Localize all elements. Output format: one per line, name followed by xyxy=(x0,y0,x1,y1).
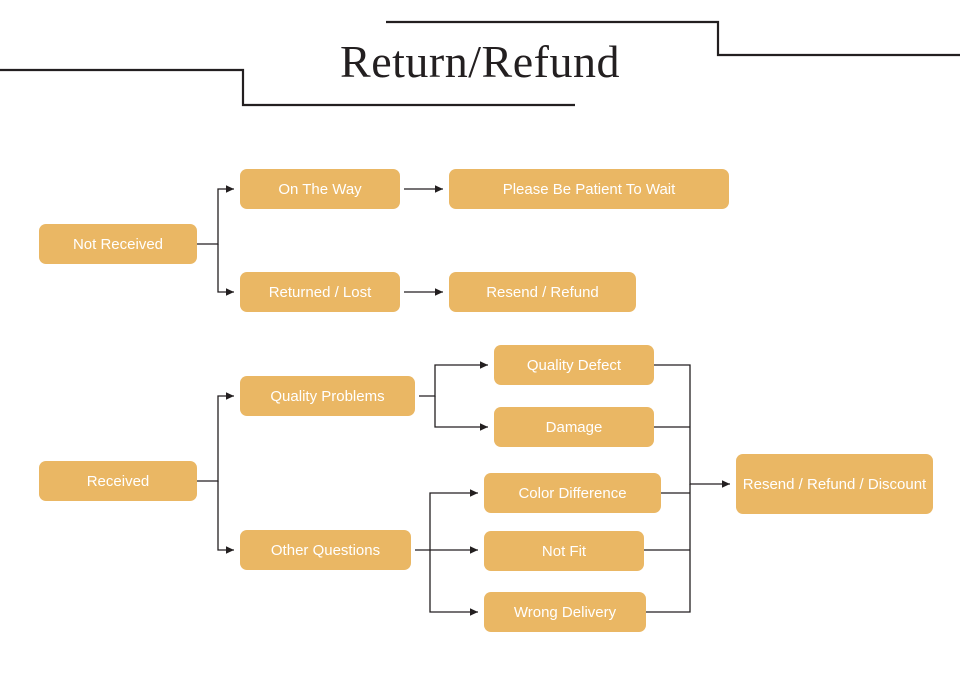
node-label: Quality Defect xyxy=(526,356,622,374)
node-received[interactable]: Received xyxy=(39,461,197,501)
node-label: Resend / Refund xyxy=(486,283,599,301)
node-label: Quality Problems xyxy=(270,387,385,405)
node-returned-lost[interactable]: Returned / Lost xyxy=(240,272,400,312)
page-title: Return/Refund xyxy=(340,36,620,87)
node-label: Resend / Refund / Discount xyxy=(742,475,927,493)
node-quality-problems[interactable]: Quality Problems xyxy=(240,376,415,416)
node-label: Not Received xyxy=(72,235,164,253)
node-label: Not Fit xyxy=(541,542,587,560)
node-label: Please Be Patient To Wait xyxy=(502,180,676,198)
node-label: On The Way xyxy=(278,180,362,198)
node-label: Wrong Delivery xyxy=(513,603,617,621)
node-resend-refund[interactable]: Resend / Refund xyxy=(449,272,636,312)
node-label: Returned / Lost xyxy=(268,283,372,301)
node-please-be-patient-to-wait[interactable]: Please Be Patient To Wait xyxy=(449,169,729,209)
node-label: Damage xyxy=(545,418,603,436)
node-wrong-delivery[interactable]: Wrong Delivery xyxy=(484,592,646,632)
node-label: Received xyxy=(86,472,150,490)
node-label: Color Difference xyxy=(518,484,627,502)
node-color-difference[interactable]: Color Difference xyxy=(484,473,661,513)
node-resend-refund-discount[interactable]: Resend / Refund / Discount xyxy=(736,454,933,514)
node-damage[interactable]: Damage xyxy=(494,407,654,447)
node-not-received[interactable]: Not Received xyxy=(39,224,197,264)
node-on-the-way[interactable]: On The Way xyxy=(240,169,400,209)
node-not-fit[interactable]: Not Fit xyxy=(484,531,644,571)
node-other-questions[interactable]: Other Questions xyxy=(240,530,411,570)
node-label: Other Questions xyxy=(270,541,381,559)
node-quality-defect[interactable]: Quality Defect xyxy=(494,345,654,385)
